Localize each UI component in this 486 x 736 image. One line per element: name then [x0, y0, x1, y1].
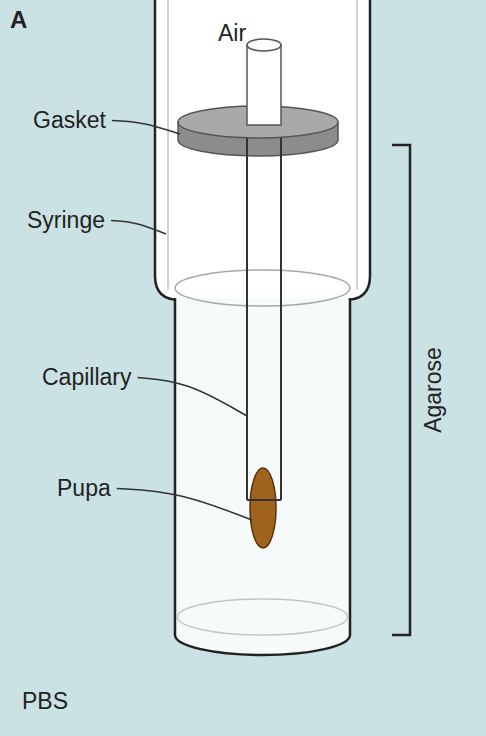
leader-line [111, 221, 166, 235]
tube-rim [175, 270, 350, 306]
leader-line [137, 378, 247, 417]
syringe-inner-wall [167, 0, 169, 290]
bracket-label: Agarose [422, 347, 445, 433]
leader-line [117, 489, 252, 521]
part-label: Pupa [57, 477, 111, 500]
leader-line [112, 121, 180, 135]
region-label: Air [218, 22, 246, 45]
capillary-end [247, 499, 281, 501]
part-label: Syringe [27, 209, 105, 232]
medium-label: PBS [22, 690, 68, 713]
capillary-wall [246, 138, 248, 500]
part-label: Gasket [33, 109, 106, 132]
syringe-body [155, 0, 370, 300]
agarose-bracket [392, 145, 410, 635]
capillary-wall [280, 138, 282, 500]
capillary-opening [247, 39, 281, 51]
part-label: Capillary [42, 366, 131, 389]
syringe-inner-wall [356, 0, 358, 290]
agarose-tube [175, 298, 350, 655]
tube-bottom [178, 599, 348, 635]
pupa-body [250, 468, 276, 548]
panel-letter: A [10, 8, 27, 32]
capillary-top [247, 45, 281, 125]
